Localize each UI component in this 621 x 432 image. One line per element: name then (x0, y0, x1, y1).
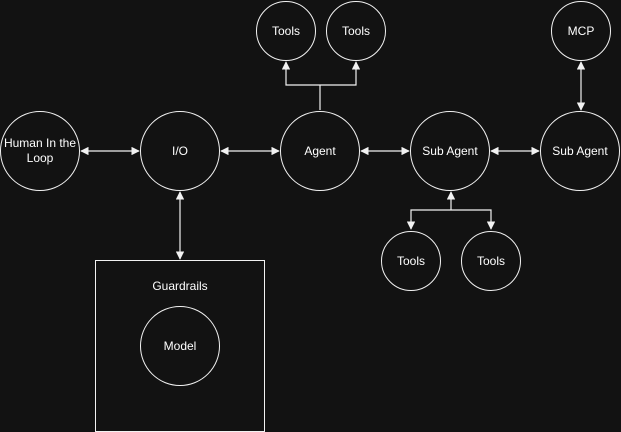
tools-node-bottom-right: Tools (461, 231, 521, 291)
edge-agent-tools-left (281, 61, 320, 86)
tools-label: Tools (341, 23, 370, 38)
edge-subagent-tools-left (406, 209, 451, 230)
edge-agent-tools-right (320, 61, 361, 86)
agent-label: Agent (304, 143, 336, 158)
agent-node: Agent (280, 111, 360, 191)
io-node: I/O (140, 111, 220, 191)
tools-node-top-left: Tools (256, 1, 316, 61)
tools-label: Tools (476, 253, 505, 268)
model-node: Model (140, 306, 220, 386)
human-in-the-loop-node: Human In the Loop (0, 111, 80, 191)
io-label: I/O (171, 143, 188, 158)
mcp-label: MCP (567, 23, 595, 38)
mcp-node: MCP (551, 1, 611, 61)
tools-node-bottom-left: Tools (381, 231, 441, 291)
edge-subagent-tools-right (451, 209, 496, 230)
tools-node-top-right: Tools (326, 1, 386, 61)
tools-label: Tools (271, 23, 300, 38)
human-in-the-loop-label: Human In the Loop (3, 136, 77, 165)
sub-agent-label: Sub Agent (422, 143, 478, 158)
guardrails-label: Guardrails (152, 279, 208, 293)
model-label: Model (163, 338, 197, 353)
sub-agent-node-2: Sub Agent (540, 111, 620, 191)
tools-label: Tools (396, 253, 425, 268)
sub-agent-node: Sub Agent (410, 111, 490, 191)
sub-agent-2-label: Sub Agent (552, 143, 608, 158)
